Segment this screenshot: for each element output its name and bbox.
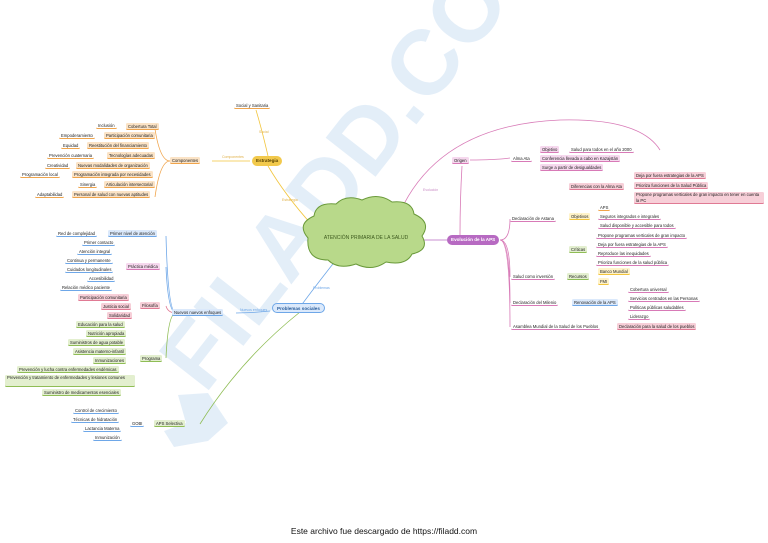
comp-value-0[interactable]: Cobertura Total	[126, 123, 159, 130]
recursos-item-0[interactable]: Banco Mundial	[598, 268, 630, 275]
comp-name-0[interactable]: Inclusión	[96, 123, 117, 129]
criticas-item-3[interactable]: Prioriza funciones de la salud pública	[596, 260, 670, 266]
node-filosofia[interactable]: Filosofía	[140, 302, 160, 309]
practica-item-2[interactable]: Accesibilidad	[87, 276, 116, 282]
selectiva-item-2[interactable]: Lactancia Materna	[83, 426, 122, 432]
node-alma-ata[interactable]: Alma Ata	[511, 156, 532, 162]
central-topic[interactable]: ATENCIÓN PRIMARIA DE LA SALUD	[324, 234, 409, 241]
node-objetivo-value[interactable]: Salud para todos en el año 2000	[569, 147, 634, 153]
node-enfoques[interactable]: Nuevos nuevos enfoques	[172, 309, 224, 316]
node-social-sanitaria[interactable]: Social y Sanitaria	[234, 103, 271, 109]
diferencias-item-2[interactable]: Propone programas verticales de gran imp…	[634, 192, 764, 204]
node-recursos[interactable]: Recursos	[567, 273, 589, 280]
comp-name-4[interactable]: Creatividad	[45, 163, 71, 169]
comp-value-7[interactable]: Personal de salud con nuevas aptitudes	[72, 191, 151, 198]
diferencias-item-1[interactable]: Prioriza funciones de la Salud Pública	[634, 182, 709, 189]
link-label-enfoques: Nuevos enfoques	[240, 308, 267, 312]
primer-nivel-item-0[interactable]: Primer contacto	[82, 240, 116, 246]
programa-item-4[interactable]: Inmunizaciones	[93, 357, 127, 364]
comp-value-3[interactable]: Tecnologías adecuadas	[107, 152, 156, 159]
link-label-estrategia: Estrategia	[282, 198, 298, 202]
node-practica[interactable]: Práctica médica	[126, 263, 160, 270]
node-aps-selectiva[interactable]: APS Selectiva	[154, 420, 185, 427]
selectiva-item-0[interactable]: Control de crecimiento	[73, 408, 119, 414]
practica-item-3[interactable]: Relación médico paciente	[60, 285, 112, 291]
node-asamblea[interactable]: Asamblea Mundial de la Salud de los Pueb…	[511, 324, 601, 330]
node-asamblea-value[interactable]: Declaración para la salud de los pueblos	[617, 323, 697, 330]
comp-name-1[interactable]: Empoderamiento	[59, 133, 95, 139]
node-primer-nivel[interactable]: Primer nivel de atención	[108, 230, 157, 237]
comp-name-2[interactable]: Equidad	[61, 143, 81, 149]
programa-item-3[interactable]: Asistencia materno-infantil	[73, 348, 127, 355]
node-componentes[interactable]: Componentes	[170, 157, 201, 164]
node-renovacion[interactable]: Renovación de la APS	[572, 299, 618, 306]
node-diferencias[interactable]: Diferencias con la Alma Ata	[569, 183, 624, 190]
milenio-item-0[interactable]: Cobertura universal	[628, 287, 669, 293]
download-footer: Este archivo fue descargado de https://f…	[290, 526, 478, 536]
practica-item-0[interactable]: Continua y permanente	[65, 258, 113, 264]
node-objetivos[interactable]: Objetivos	[569, 213, 591, 220]
programa-item-2[interactable]: Suministros de agua potable	[68, 339, 126, 346]
node-milenio[interactable]: Declaración del Milenio	[511, 300, 559, 306]
criticas-item-2[interactable]: Reproduce las inequidades	[596, 251, 651, 257]
comp-value-4[interactable]: Nuevas modalidades de organización	[76, 162, 150, 169]
recursos-item-1[interactable]: FMI	[598, 278, 610, 285]
diferencias-item-0[interactable]: Deja por fuera estrategias de la APS	[634, 172, 706, 179]
programa-item-7[interactable]: Suministro de medicamentos esenciales	[42, 389, 121, 396]
node-gobi[interactable]: GOBI	[130, 421, 145, 427]
link-label-componentes: Componentes	[222, 155, 244, 159]
programa-item-1[interactable]: Nutrición apropiada	[86, 330, 127, 337]
programa-item-0[interactable]: Educación para la salud	[76, 321, 125, 328]
filosofia-item-0[interactable]: Participación comunitaria	[78, 294, 129, 301]
comp-name-7[interactable]: Adaptabilidad	[35, 192, 65, 198]
comp-name-6[interactable]: Sinergia	[78, 182, 98, 188]
practica-item-1[interactable]: Cuidados longitudinales	[65, 267, 114, 273]
link-label-evolucion: Evolución	[423, 188, 438, 192]
topic-evolucion[interactable]: Evolución de la APS	[447, 235, 500, 245]
node-red-complejidad[interactable]: Red de complejidad	[56, 231, 98, 237]
central-cloud	[302, 196, 427, 268]
node-origen[interactable]: Origen	[452, 157, 469, 164]
programa-item-5[interactable]: Prevención y lucha contra enfermedades e…	[17, 366, 119, 373]
node-conferencia[interactable]: Conferencia llevada a cabo en Kazajstán	[540, 155, 621, 162]
comp-value-6[interactable]: Articulación intersectorial	[104, 181, 155, 188]
comp-value-2[interactable]: Reestitución del financiamiento	[87, 142, 149, 149]
node-salud-inversion[interactable]: Salud como inversión	[511, 274, 556, 280]
milenio-item-2[interactable]: Políticas públicas saludables	[628, 305, 686, 311]
topic-estrategia[interactable]: Estrategia	[252, 156, 283, 166]
comp-name-3[interactable]: Prevención cuaternaria	[47, 153, 95, 159]
topic-problemas[interactable]: Problemas sociales	[272, 303, 325, 313]
primer-nivel-item-1[interactable]: Atención integral	[77, 249, 113, 255]
filosofia-item-1[interactable]: Justicia social	[101, 303, 131, 310]
objetivos-item-1[interactable]: Seguros integrados e integrales	[598, 214, 662, 220]
programa-item-6[interactable]: Prevención y tratamiento de enfermedades…	[5, 375, 135, 387]
node-astana[interactable]: Declaración de Astana	[510, 216, 556, 222]
criticas-item-1[interactable]: Deja por fuera estrategias de la APS	[596, 242, 668, 248]
objetivos-item-2[interactable]: Salud disponible y accesible para todos	[598, 223, 676, 229]
selectiva-item-1[interactable]: Técnicas de hidratación	[71, 417, 120, 423]
link-label-social: Social	[259, 130, 269, 134]
node-surge[interactable]: Surge a partir de desigualdades	[540, 164, 604, 171]
node-programa[interactable]: Programa	[140, 355, 163, 362]
comp-value-5[interactable]: Programación integrada por necesidades	[72, 171, 153, 178]
comp-name-5[interactable]: Programación local	[20, 172, 60, 178]
milenio-item-1[interactable]: Servicios centrados en las Personas	[628, 296, 700, 302]
link-label-problemas: Problemas	[313, 286, 330, 290]
filosofia-item-2[interactable]: Solidaridad	[107, 312, 132, 319]
criticas-item-0[interactable]: Propone programas verticales de gran imp…	[596, 233, 688, 239]
objetivos-item-0[interactable]: APS	[598, 205, 611, 211]
selectiva-item-3[interactable]: Inmunización	[93, 435, 122, 441]
node-criticas[interactable]: Críticas	[569, 246, 588, 253]
milenio-item-3[interactable]: Liderazgo	[628, 314, 651, 320]
node-objetivo[interactable]: Objetivo	[540, 146, 560, 153]
comp-value-1[interactable]: Participación comunitaria	[104, 132, 155, 139]
